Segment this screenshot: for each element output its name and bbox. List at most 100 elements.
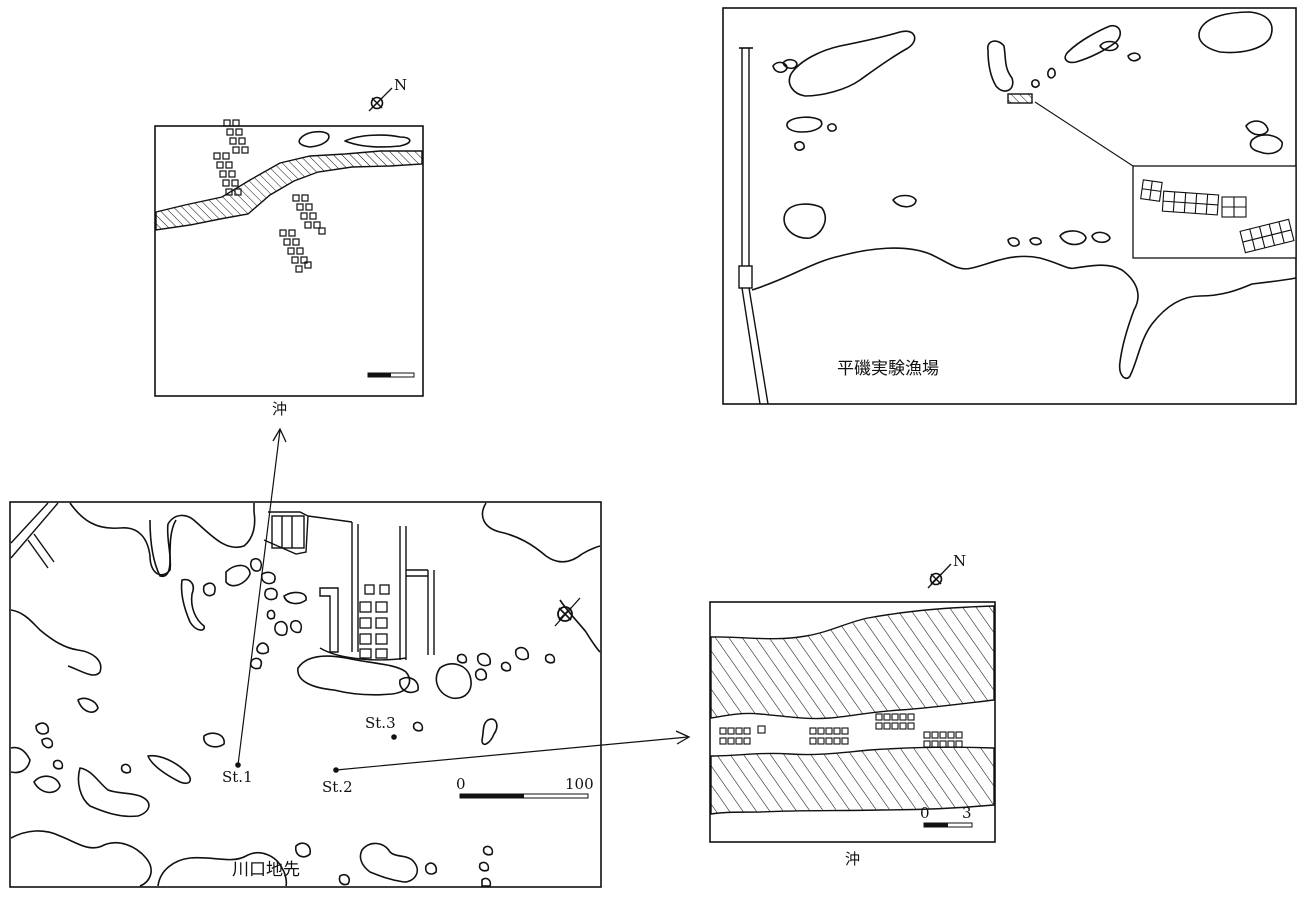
- seaweed-band: [155, 150, 423, 231]
- islet: [249, 557, 263, 572]
- main-map-frame: [9, 501, 602, 888]
- islet: [35, 722, 50, 735]
- inset-scale-end: 3: [962, 804, 972, 822]
- islet: [203, 732, 225, 748]
- reef-blocks-upper: [213, 119, 249, 196]
- harbor-basin: [149, 519, 177, 578]
- islet: [202, 582, 216, 597]
- main-scale-start: 0: [456, 775, 466, 793]
- island: [1059, 230, 1087, 246]
- island: [1031, 79, 1040, 88]
- station-3-marker: [391, 734, 397, 740]
- central-land: [297, 655, 411, 696]
- pier: [10, 502, 59, 569]
- offshore-label-bottom: 沖: [845, 850, 860, 868]
- islet: [474, 668, 488, 681]
- coastline-east: [559, 599, 601, 653]
- reef-detail-box: [1132, 165, 1297, 259]
- islet: [41, 737, 54, 749]
- islet: [180, 578, 206, 631]
- islet: [399, 676, 419, 694]
- north-label: N: [394, 76, 407, 94]
- hiraiso-title: 平磯実験漁場: [837, 359, 939, 379]
- reef-grid-detail: [1140, 179, 1295, 254]
- top-left-inset-map: N: [154, 76, 424, 397]
- islet: [435, 663, 472, 700]
- coastline-northeast: [481, 502, 601, 563]
- seaweed-zone-lower: [710, 746, 995, 815]
- coastline-west: [10, 609, 102, 676]
- reef-blocks-row: [719, 713, 963, 748]
- islet: [77, 697, 99, 713]
- islet: [514, 646, 530, 661]
- islet: [338, 873, 351, 886]
- island: [987, 40, 1014, 92]
- island: [788, 30, 916, 97]
- islet: [481, 718, 498, 746]
- south-coast: [10, 830, 152, 887]
- north-arrow-main: [554, 597, 581, 627]
- islet: [544, 653, 556, 664]
- southeast-land: [359, 842, 419, 883]
- offshore-label-top: 沖: [272, 400, 287, 418]
- islet: [482, 845, 494, 856]
- kawaguchi-main-map: St.1 St.2 St.3 0 100 川口地先: [9, 501, 602, 888]
- southwest-land: [77, 767, 150, 818]
- islet: [344, 134, 411, 148]
- experiment-site-marker: [1007, 93, 1033, 104]
- islet: [260, 571, 276, 585]
- harbor-breakwaters: [263, 511, 435, 661]
- island: [786, 116, 823, 133]
- island: [1099, 40, 1119, 52]
- west-coast: [10, 746, 31, 774]
- islet: [500, 661, 512, 672]
- harbor-reef-blocks: [359, 584, 390, 659]
- island: [827, 123, 837, 132]
- island: [1245, 120, 1269, 136]
- north-arrow-top-left: N: [368, 76, 407, 112]
- island: [1127, 52, 1141, 62]
- island: [1029, 237, 1042, 246]
- island: [1047, 67, 1056, 79]
- station-2-label: St.2: [322, 778, 353, 796]
- island: [794, 141, 805, 151]
- kawaguchi-title: 川口地先: [232, 860, 300, 880]
- islet: [289, 619, 303, 634]
- south-coast-center: [157, 852, 288, 887]
- islet: [256, 642, 270, 655]
- islet: [476, 652, 492, 667]
- islet: [412, 721, 424, 732]
- main-scale-bar: 0 100: [456, 775, 594, 799]
- island: [782, 58, 798, 70]
- islet: [294, 842, 312, 858]
- islet: [225, 564, 251, 587]
- islet: [33, 775, 61, 794]
- bottom-right-inset-map: 0 3 N: [709, 552, 996, 843]
- islet: [266, 609, 276, 620]
- hiraiso-coastline: [751, 247, 1297, 380]
- island: [1249, 134, 1283, 155]
- island: [783, 203, 826, 239]
- hiraiso-inset-map: 平磯実験漁場: [722, 7, 1297, 405]
- islet: [298, 130, 330, 148]
- station-3-label: St.3: [365, 714, 396, 732]
- island: [1198, 11, 1273, 54]
- connector-arrows: [237, 427, 691, 771]
- islet: [120, 763, 132, 774]
- islet: [456, 653, 468, 664]
- island: [1007, 237, 1020, 247]
- islet: [52, 759, 64, 770]
- island: [1091, 231, 1111, 244]
- north-label-bottom: N: [953, 552, 966, 570]
- station-1-label: St.1: [222, 768, 253, 786]
- islet: [424, 862, 438, 875]
- top-left-scale-bar: [367, 372, 415, 378]
- reef-blocks-lower: [279, 194, 326, 273]
- islet: [274, 620, 288, 637]
- island: [892, 194, 917, 208]
- north-arrow-bottom-right: N: [927, 552, 966, 589]
- islet: [283, 591, 307, 605]
- main-scale-end: 100: [565, 775, 594, 793]
- islet: [147, 754, 192, 785]
